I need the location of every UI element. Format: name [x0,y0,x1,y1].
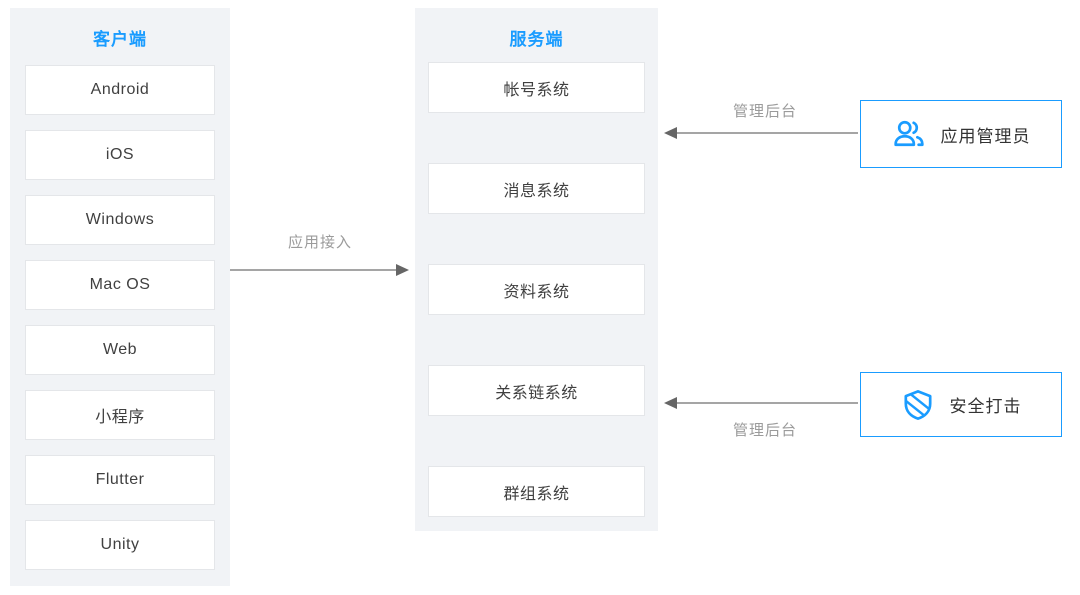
client-node-windows: Windows [25,195,215,245]
client-node-unity: Unity [25,520,215,570]
server-node-profile: 资料系统 [428,264,645,315]
app-access-label: 应用接入 [287,234,352,251]
client-node-miniprogram: 小程序 [25,390,215,440]
security-backend-label: 管理后台 [732,422,797,439]
client-item-list: Android iOS Windows Mac OS Web 小程序 Flutt… [10,65,230,570]
security-strike-node: 安全打击 [860,372,1062,437]
app-admin-label: 应用管理员 [940,126,1031,146]
app-admin-node: 应用管理员 [860,100,1062,168]
server-node-relationship: 关系链系统 [428,365,645,416]
server-node-account: 帐号系统 [428,62,645,113]
admin-backend-label: 管理后台 [732,103,797,120]
server-panel: 服务端 帐号系统 消息系统 资料系统 关系链系统 群组系统 [415,8,658,531]
server-panel-title: 服务端 [509,30,564,49]
client-node-macos: Mac OS [25,260,215,310]
client-panel-title: 客户端 [93,30,147,49]
app-access-arrow [230,264,409,276]
client-node-flutter: Flutter [25,455,215,505]
admin-backend-arrow [664,127,858,139]
client-panel: 客户端 Android iOS Windows Mac OS Web 小程序 F… [10,8,230,586]
server-node-message: 消息系统 [428,163,645,214]
server-node-group: 群组系统 [428,466,645,517]
security-strike-label: 安全打击 [949,397,1022,416]
users-icon [893,120,924,147]
shield-icon [903,389,932,420]
security-backend-arrow [664,397,858,409]
client-node-ios: iOS [25,130,215,180]
client-node-web: Web [25,325,215,375]
client-node-android: Android [25,65,215,115]
server-item-list: 帐号系统 消息系统 资料系统 关系链系统 群组系统 [415,62,658,517]
